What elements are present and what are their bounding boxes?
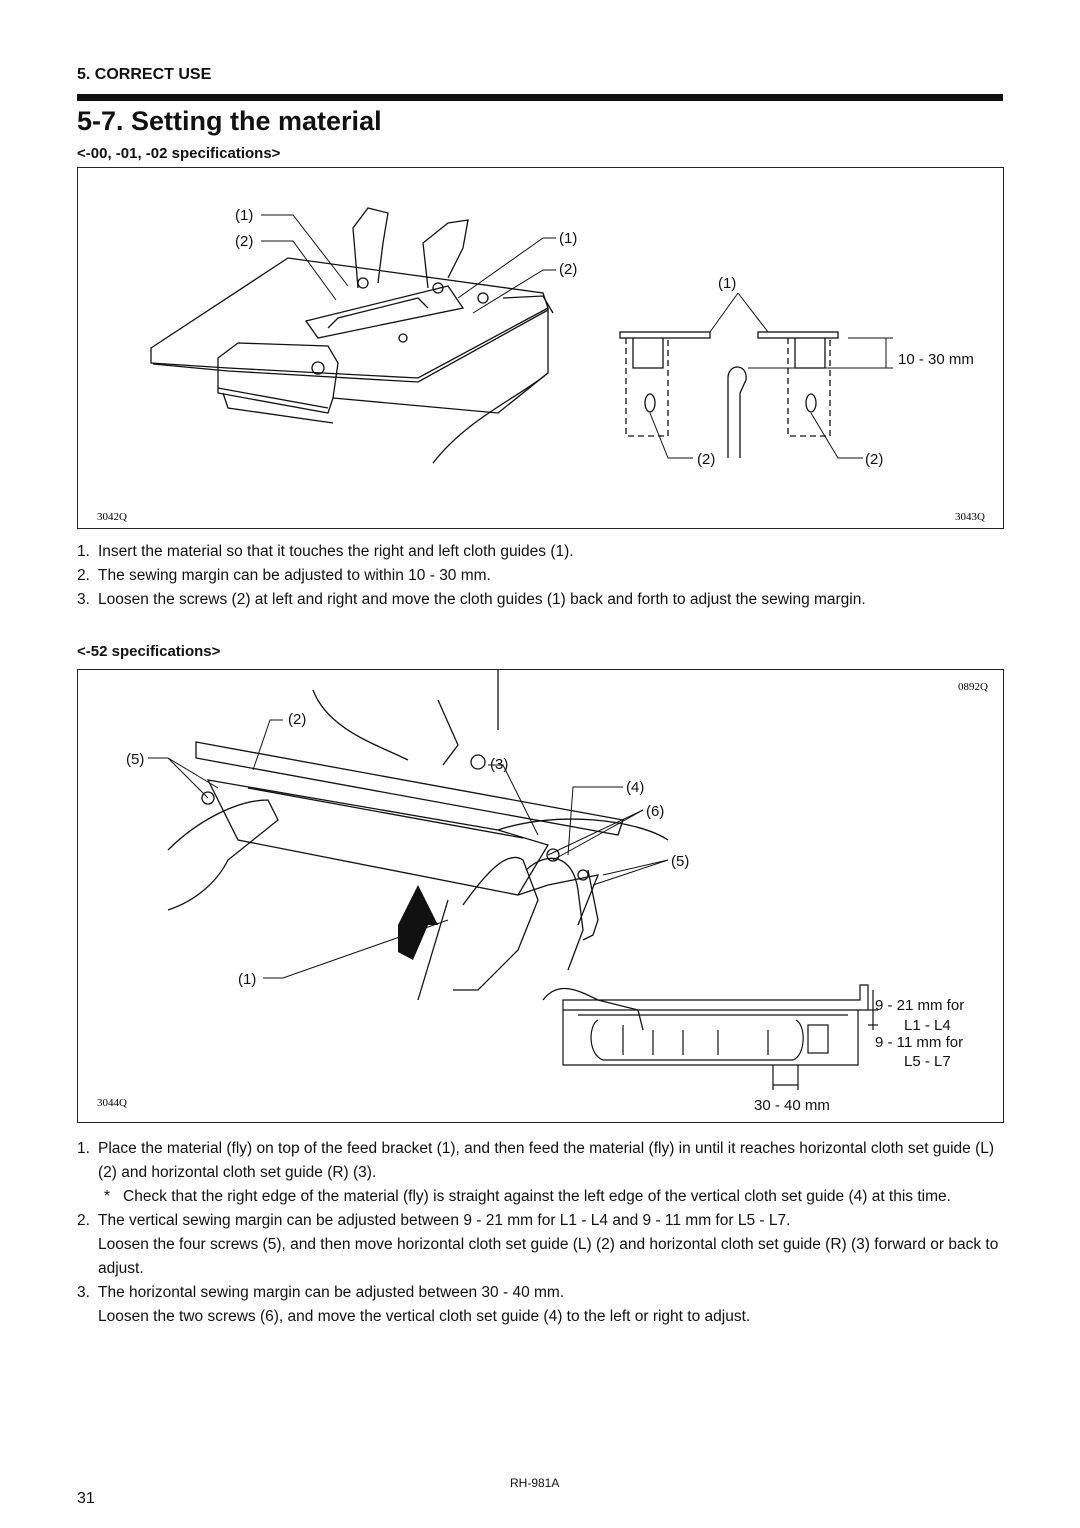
callout-label: (3) — [490, 756, 508, 773]
callout-label: (5) — [126, 751, 144, 768]
dimension-label: 9 - 21 mm for — [875, 997, 964, 1014]
spec-heading-00-01-02: <-00, -01, -02 specifications> — [77, 145, 281, 162]
figure-fly-setting: (5) (2) (3) (4) (6) (5) (1) 9 - 21 mm fo… — [77, 669, 1004, 1123]
callout-label: (2) — [697, 451, 715, 468]
callout-label: (4) — [626, 779, 644, 796]
spec-heading-52: <-52 specifications> — [77, 643, 221, 660]
heading-rule — [77, 94, 1003, 101]
guide-detail-drawing — [619, 331, 839, 458]
callout-label: (1) — [559, 230, 577, 247]
model-number: RH-981A — [510, 1476, 560, 1490]
callout-leaders — [148, 719, 669, 979]
callout-label: (6) — [646, 803, 664, 820]
dimension-label: L5 - L7 — [904, 1053, 951, 1070]
callout-label: (5) — [671, 853, 689, 870]
dimension-label: 9 - 11 mm for — [875, 1034, 963, 1051]
work-clamp-drawing — [150, 207, 554, 464]
step-item: 2.The vertical sewing margin can be adju… — [77, 1212, 791, 1229]
cloth-guide-illustration: (1) (2) (1) (2) (1) (2) (2) 10 - 3 — [97, 207, 985, 523]
figure-code: 3042Q — [97, 511, 127, 523]
callout-label: (1) — [235, 207, 253, 224]
callout-label: (2) — [865, 451, 883, 468]
figure-code: 0892Q — [958, 681, 988, 693]
dimension-label: 30 - 40 mm — [754, 1097, 830, 1114]
step-item: 3.The horizontal sewing margin can be ad… — [77, 1284, 565, 1301]
margin-dimension: 10 - 30 mm — [898, 351, 974, 368]
section-heading: 5. CORRECT USE — [77, 66, 212, 83]
page-number: 31 — [77, 1490, 95, 1507]
spec2-instructions: 1.Place the material (fly) on top of the… — [77, 1137, 1007, 1329]
callout-label: (1) — [718, 275, 736, 292]
callout-leaders-left — [261, 214, 556, 314]
note-item: *Check that the right edge of the materi… — [104, 1188, 951, 1205]
figure-code: 3044Q — [97, 1097, 127, 1109]
step-continuation: Loosen the two screws (6), and move the … — [98, 1308, 751, 1325]
feed-direction-arrow — [398, 885, 438, 960]
page-title: 5-7. Setting the material — [77, 106, 382, 136]
step-item: 1.Insert the material so that it touches… — [77, 543, 574, 560]
spec1-steps: 1.Insert the material so that it touches… — [77, 540, 1007, 612]
fly-setting-illustration: (5) (2) (3) (4) (6) (5) (1) 9 - 21 mm fo… — [97, 670, 988, 1114]
callout-label: (1) — [238, 971, 256, 988]
step-item: 3.Loosen the screws (2) at left and righ… — [77, 591, 866, 608]
step-item: 2.The sewing margin can be adjusted to w… — [77, 567, 491, 584]
step-continuation: Loosen the four screws (5), and then mov… — [98, 1236, 999, 1277]
step-item: 1.Place the material (fly) on top of the… — [77, 1140, 995, 1181]
figure-code: 3043Q — [955, 511, 985, 523]
callout-label: (2) — [235, 233, 253, 250]
callout-leaders-right — [649, 292, 893, 459]
dimension-label: L1 - L4 — [904, 1017, 951, 1034]
callout-label: (2) — [559, 261, 577, 278]
callout-label: (2) — [288, 711, 306, 728]
figure-cloth-guides: (1) (2) (1) (2) (1) (2) (2) 10 - 3 — [77, 167, 1004, 529]
bracket-detail-drawing — [562, 984, 878, 1090]
feed-bracket-drawing — [167, 670, 669, 1031]
